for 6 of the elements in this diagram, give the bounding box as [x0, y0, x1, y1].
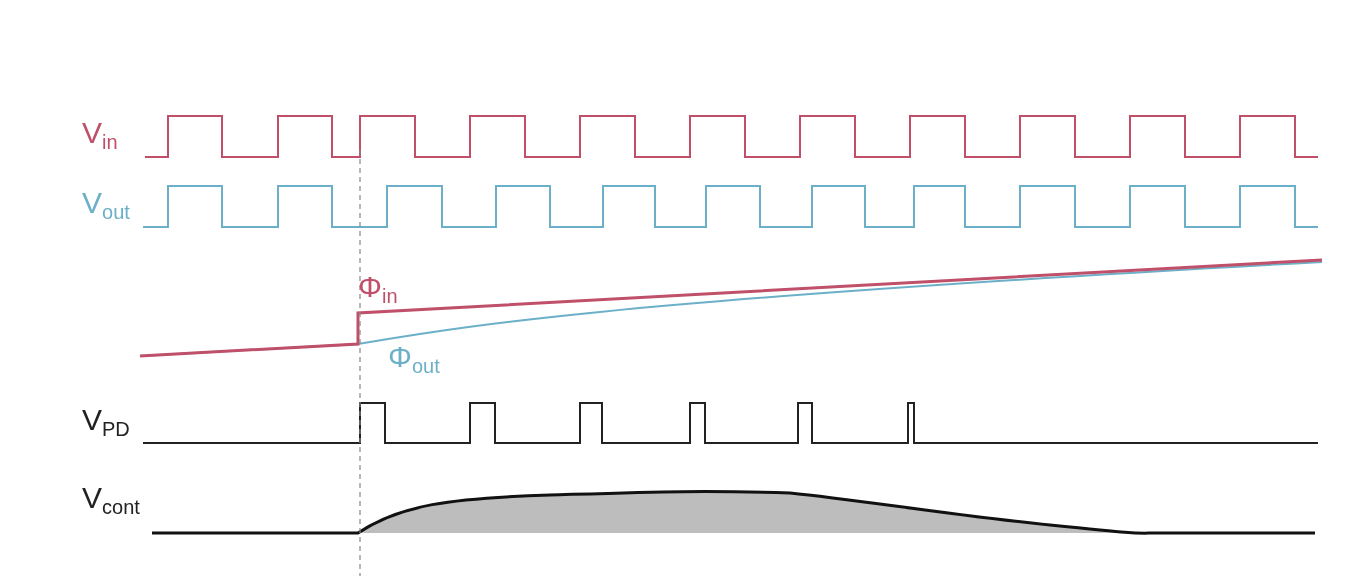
- signal-label: V$_{out}$: [82, 186, 130, 225]
- signal-label: V$_{cont}$: [82, 481, 140, 520]
- signal-label: V$_{PD}$: [82, 403, 130, 442]
- signal-label: V$_{in}$: [82, 116, 118, 155]
- signal-label: Φ$_{out}$: [388, 340, 440, 379]
- signal-label: Φ$_{in}$: [358, 270, 398, 309]
